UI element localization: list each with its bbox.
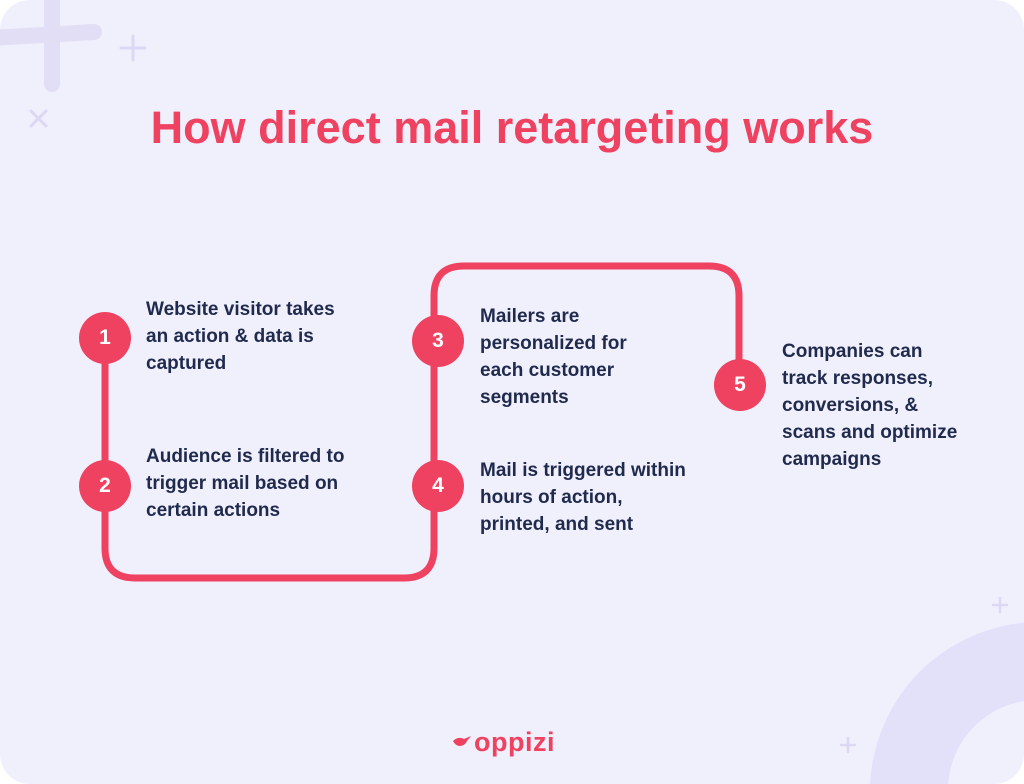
step-1-badge: 1: [79, 312, 131, 364]
step-5-badge: 5: [714, 359, 766, 411]
step-2-badge: 2: [79, 460, 131, 512]
step-5-text: Companies can track responses, conversio…: [782, 341, 958, 470]
plus-decoration-right: [991, 596, 1009, 614]
page-title: How direct mail retargeting works: [150, 102, 874, 153]
step-3-text: Mailers are personalized for each custom…: [480, 306, 627, 408]
step-1-text: Website visitor takes an action & data i…: [146, 299, 335, 374]
plus-decoration-small: [119, 34, 147, 62]
plus-decoration-large: [0, 0, 102, 92]
plus-decoration-bottom: [839, 736, 857, 754]
step-2-text: Audience is filtered to trigger mail bas…: [146, 446, 345, 521]
step-4-badge: 4: [412, 460, 464, 512]
cross-decoration: [29, 109, 48, 128]
step-4-text: Mail is triggered within hours of action…: [480, 460, 686, 535]
logo-text: oppizi: [474, 726, 555, 757]
step-3-badge: 3: [412, 315, 464, 367]
oppizi-logo: oppizi: [452, 722, 582, 762]
bird-icon: [453, 736, 471, 746]
arc-decoration: [870, 622, 1024, 784]
